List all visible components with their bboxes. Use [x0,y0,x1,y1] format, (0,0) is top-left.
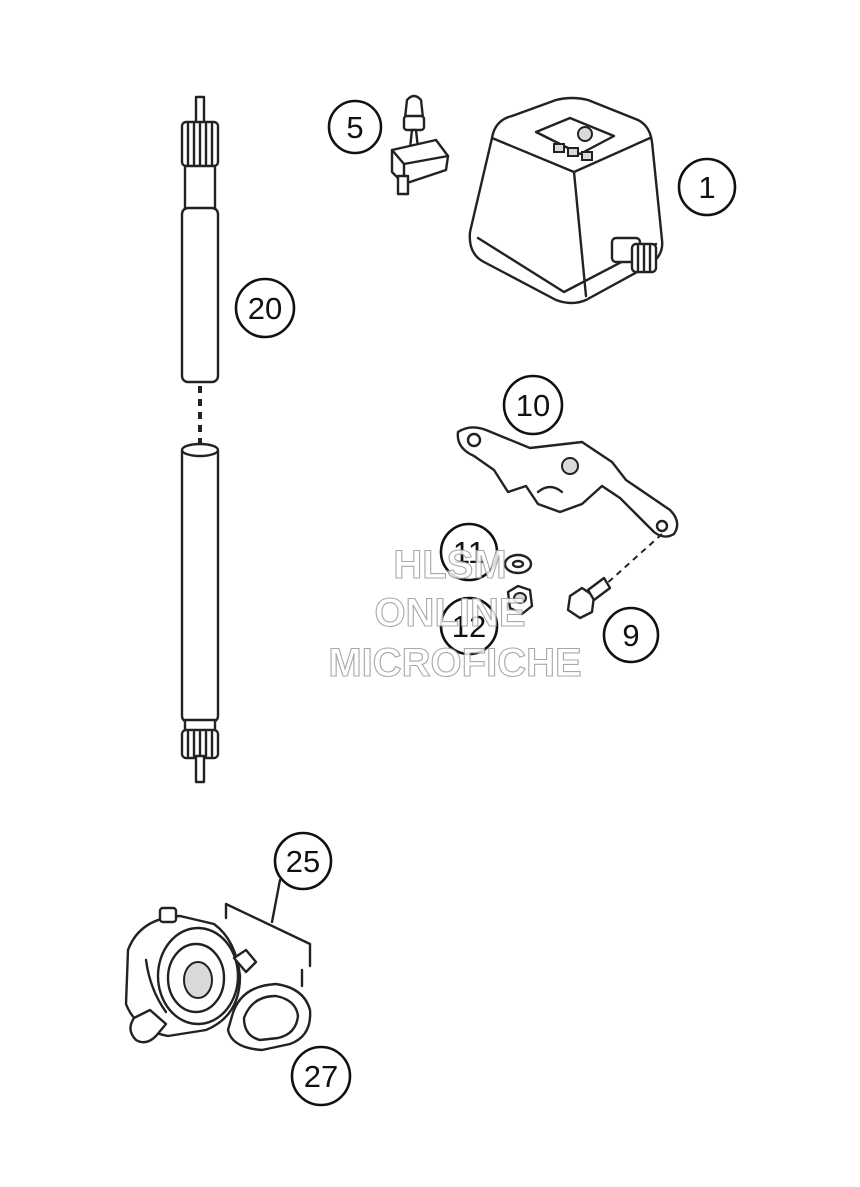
callout-27: 27 [290,1045,352,1107]
callout-25-bracket-line [224,878,312,968]
part-27-gasket[interactable] [226,982,312,1052]
watermark-line-3: MICROFICHE [328,641,581,685]
part-1-speedometer-housing[interactable] [468,96,664,305]
callout-11-label: 11 [453,535,485,570]
callout-25-label: 25 [286,844,320,879]
part-10-bracket[interactable] [456,426,679,538]
part-9-screw[interactable] [566,576,612,620]
callout-10: 10 [502,374,564,436]
callout-9: 9 [602,606,660,664]
callout-10-label: 10 [516,388,550,423]
part-12-nut[interactable] [506,584,534,616]
callout-1: 1 [677,157,737,217]
part-20-cable-upper[interactable] [180,95,220,384]
callout-5-label: 5 [346,110,363,145]
callout-11: 11 [439,522,499,582]
callout-1-label: 1 [698,170,715,205]
watermark: HLSM ONLINE MICROFICHE [328,542,582,685]
callout-20-label: 20 [248,291,282,326]
part-11-washer[interactable] [503,553,533,575]
callout-9-label: 9 [622,618,639,653]
callout-27-label: 27 [304,1059,338,1094]
callout-25: 25 [273,831,333,891]
callout-12: 12 [439,596,499,656]
part-5-switch[interactable] [390,94,450,196]
callout-12-label: 12 [452,609,486,644]
watermark-line-1: HLSM [393,543,506,587]
callout-20: 20 [234,277,296,339]
watermark-line-2: ONLINE [374,591,525,635]
callout-5: 5 [327,99,383,155]
part-25-speedometer-drive[interactable] [124,906,258,1044]
bracket-screw-dashed-line [603,533,663,587]
part-20-cable-lower[interactable] [180,442,220,784]
